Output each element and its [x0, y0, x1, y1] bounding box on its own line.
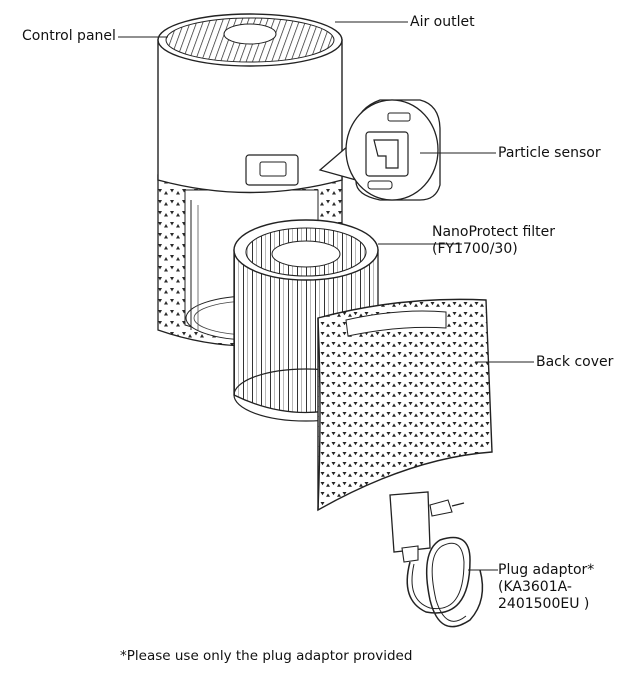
label-control-panel: Control panel — [22, 28, 116, 44]
footnote: *Please use only the plug adaptor provid… — [120, 648, 413, 664]
plug-adaptor — [389, 491, 484, 628]
particle-sensor-callout — [318, 99, 441, 201]
label-adaptor-line2: (KA3601A- — [498, 579, 572, 595]
label-adaptor-line1: Plug adaptor* — [498, 562, 595, 578]
label-particle-sensor: Particle sensor — [498, 145, 601, 161]
label-nanoprotect-filter: NanoProtect filter (FY1700/30) — [432, 224, 555, 258]
label-filter-line1: NanoProtect filter — [432, 224, 556, 240]
label-back-cover: Back cover — [536, 354, 614, 370]
leader-lines — [118, 21, 534, 571]
purifier-body — [157, 13, 343, 347]
back-cover — [317, 298, 493, 512]
label-air-outlet: Air outlet — [410, 14, 475, 30]
label-plug-adaptor: Plug adaptor* (KA3601A- 2401500EU ) — [498, 562, 594, 613]
label-filter-line2: (FY1700/30) — [432, 241, 518, 257]
label-adaptor-line3: 2401500EU ) — [498, 596, 590, 612]
